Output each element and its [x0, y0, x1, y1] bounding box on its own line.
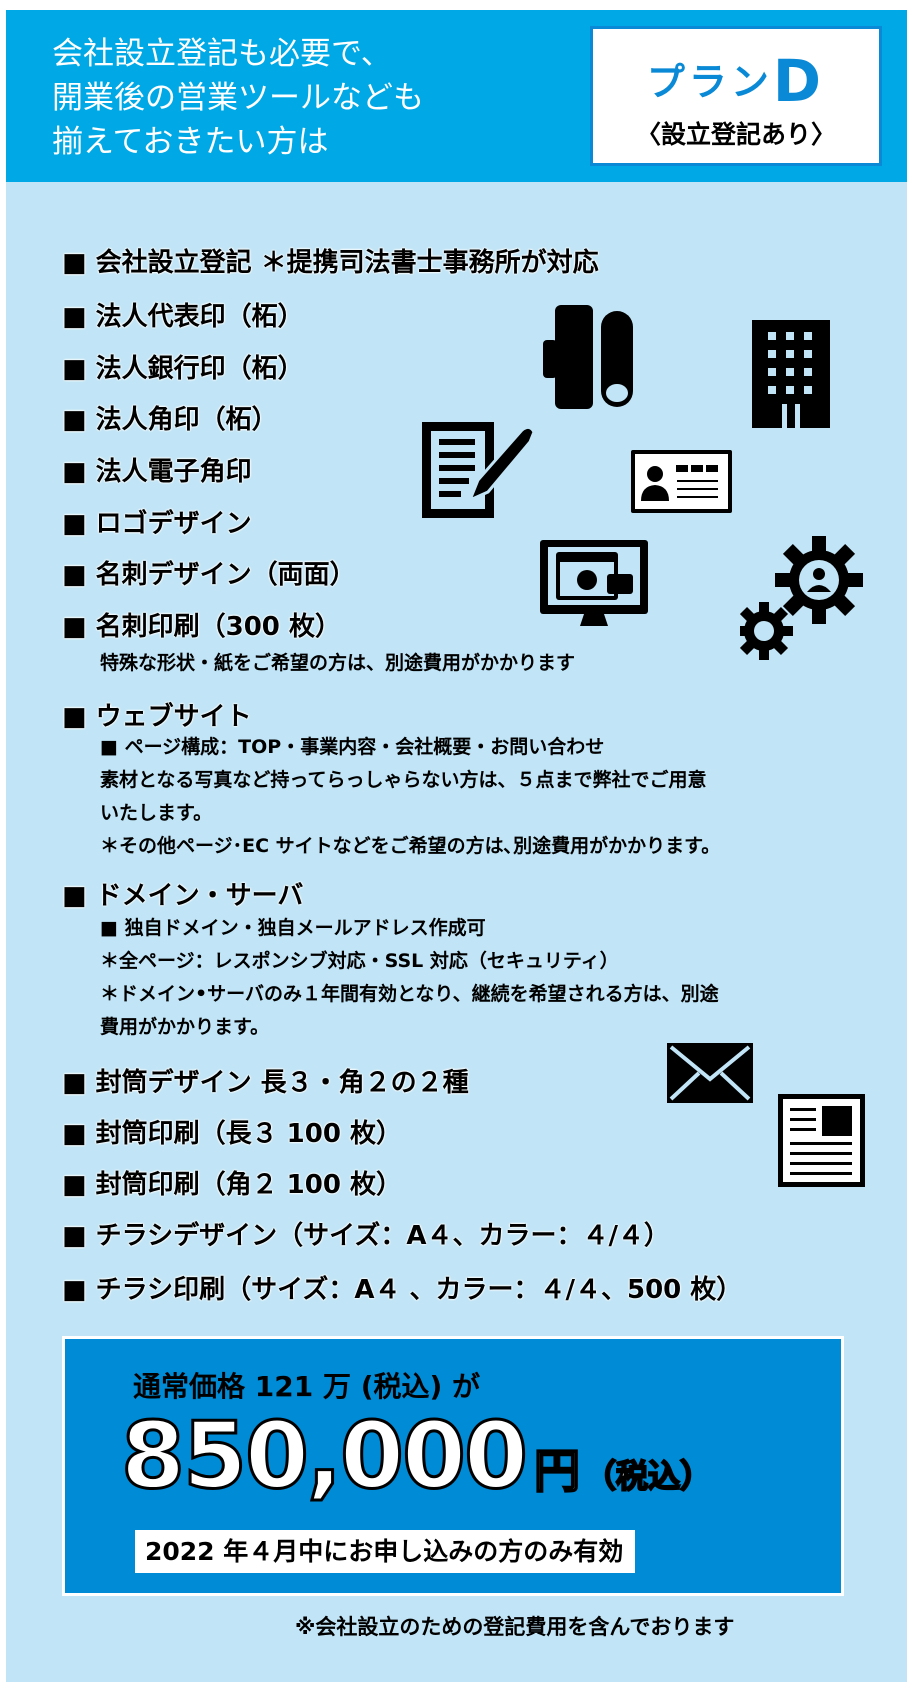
- plan-label: プラン: [646, 60, 773, 104]
- plan-title: プランD: [593, 47, 879, 115]
- note-text: ＊全ページ：レスポンシブ対応・SSL 対応（セキュリティ）: [100, 950, 619, 972]
- domain-notes: ■ 独自ドメイン・独自メールアドレス作成可 ＊全ページ：レスポンシブ対応・SSL…: [100, 912, 719, 1044]
- tax-included-label: （税込）: [583, 1456, 713, 1496]
- list-item: ■ 法人電子角印: [62, 457, 252, 487]
- list-item: ■ ロゴデザイン: [62, 509, 252, 539]
- building-icon: [752, 320, 830, 428]
- gears-icon: [740, 536, 863, 660]
- note-text: 素材となる写真など持ってらっしゃらない方は、５点まで弊社でご用意: [100, 769, 707, 791]
- list-item: ■ 封筒印刷（長３ 100 枚）: [62, 1119, 402, 1149]
- header-text: 会社設立登記も必要で、 開業後の営業ツールなども 揃えておきたい方は: [52, 32, 424, 164]
- list-item: ■ 名刺デザイン（両面）: [62, 560, 356, 590]
- list-item: ■ チラシデザイン（サイズ：A４、カラー：４/４）: [62, 1221, 670, 1251]
- monitor-web-icon: [540, 540, 648, 626]
- list-item: ■ 封筒印刷（角２ 100 枚）: [62, 1170, 402, 1200]
- note-text: ＊ドメイン•サーバのみ１年間有効となり、継続を希望される方は、別途: [100, 983, 719, 1005]
- list-item: ■ ドメイン・サーバ: [62, 881, 304, 911]
- note-text: 費用がかかります。: [100, 1016, 270, 1038]
- price-unit: 円: [533, 1443, 581, 1499]
- header-line: 開業後の営業ツールなども: [52, 80, 424, 116]
- plan-badge: プランD 〈設立登記あり〉: [590, 26, 882, 166]
- list-item: ■ ウェブサイト: [62, 702, 252, 732]
- note-text: いたします。: [100, 802, 213, 824]
- list-item: ■ 法人銀行印（柘）: [62, 354, 304, 384]
- plan-subtitle: 〈設立登記あり〉: [635, 120, 836, 149]
- list-item: ■ 法人角印（柘）: [62, 405, 278, 435]
- note-text: ■ ページ構成：TOP・事業内容・会社概要・お問い合わせ: [100, 736, 605, 758]
- header-banner: 会社設立登記も必要で、 開業後の営業ツールなども 揃えておきたい方は プランD …: [6, 10, 907, 182]
- header-line: 会社設立登記も必要で、: [52, 36, 392, 72]
- campaign-price-row: 850,000 円 （税込）: [119, 1401, 713, 1510]
- web-notes: ■ ページ構成：TOP・事業内容・会社概要・お問い合わせ 素材となる写真など持っ…: [100, 731, 720, 863]
- business-card-icon: [631, 450, 732, 513]
- note-text: ＊その他ページ･EC サイトなどをご希望の方は､別途費用がかかります。: [100, 835, 721, 857]
- price-box: 通常価格 121 万 (税込) が 850,000 円 （税込） 2022 年４…: [62, 1336, 844, 1596]
- envelope-icon: [667, 1043, 753, 1103]
- stamp-icon: [543, 305, 633, 409]
- document-pen-icon: [422, 422, 534, 518]
- list-item: ■ 封筒デザイン 長３・角２の２種: [62, 1068, 469, 1098]
- list-item: ■ 会社設立登記 ＊提携司法書士事務所が対応: [62, 248, 599, 278]
- validity-notice: 2022 年４月中にお申し込みの方のみ有効: [135, 1530, 636, 1573]
- regular-price: 通常価格 121 万 (税込) が: [133, 1370, 481, 1403]
- footnote: ※会社設立のための登記費用を含んでおります: [295, 1615, 735, 1639]
- plan-letter: D: [772, 47, 826, 115]
- note-text: ■ 独自ドメイン・独自メールアドレス作成可: [100, 917, 486, 939]
- list-item: ■ 名刺印刷（300 枚）: [62, 612, 341, 642]
- header-line: 揃えておきたい方は: [52, 124, 329, 160]
- list-item: ■ チラシ印刷（サイズ：A４ 、カラー：４/４、500 枚）: [62, 1275, 743, 1305]
- campaign-price: 850,000: [119, 1401, 529, 1510]
- flyer-icon: [778, 1094, 865, 1187]
- list-item: ■ 法人代表印（柘）: [62, 302, 304, 332]
- note-text: 特殊な形状・紙をご希望の方は、別途費用がかかります: [100, 652, 576, 674]
